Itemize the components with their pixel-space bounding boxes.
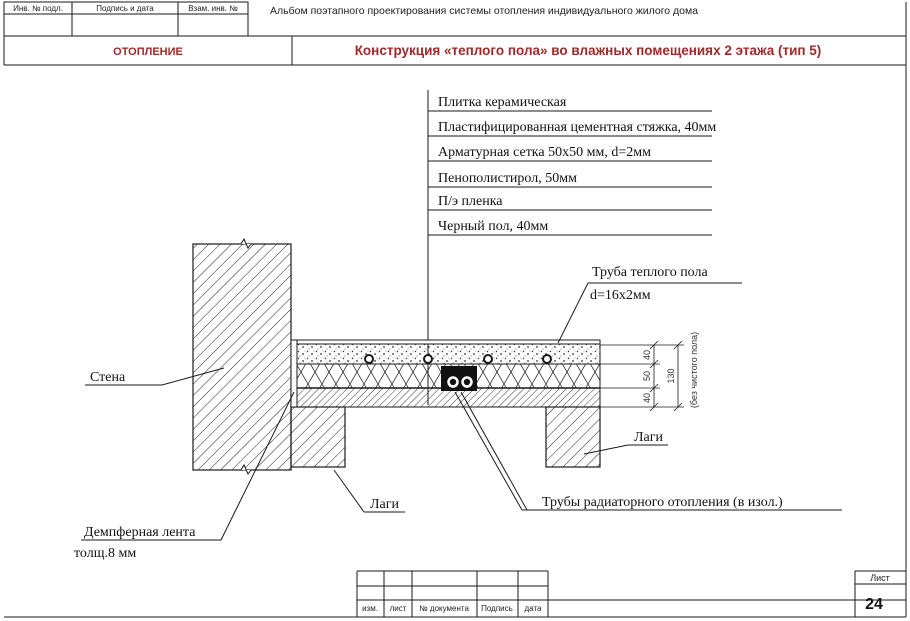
section-label: ОТОПЛЕНИЕ — [113, 46, 183, 58]
floor-pipe — [542, 354, 552, 364]
leader-lines — [81, 282, 842, 541]
title-block — [356, 570, 906, 617]
label-floor-pipe-size: d=16х2мм — [590, 288, 651, 303]
tb-izm: изм. — [362, 604, 378, 613]
dim-total: 130 — [666, 368, 676, 383]
drawing-title: Конструкция «теплого пола» во влажных по… — [355, 43, 822, 58]
joist-left — [290, 406, 346, 468]
album-title: Альбом поэтапного проектирования системы… — [270, 5, 698, 17]
dim-insulation: 50 — [642, 371, 652, 381]
layer-label-tile: Плитка керамическая — [438, 95, 567, 110]
tb-doc-no: № документа — [419, 604, 469, 613]
dimension-lines — [600, 340, 684, 412]
label-lagi-left: Лаги — [370, 497, 399, 512]
tb-list: лист — [390, 604, 407, 613]
floor-pipe — [364, 354, 374, 364]
label-damper-tape: Демпферная лента — [84, 525, 196, 540]
label-damper-thickness: толщ.8 мм — [74, 546, 136, 561]
tb-data: дата — [525, 604, 543, 613]
label-lagi-right: Лаги — [634, 430, 663, 445]
stamp-inv-podl: Инв. № подл. — [13, 4, 63, 13]
label-floor-pipe: Труба теплого пола — [592, 265, 708, 280]
wall-section — [192, 237, 292, 475]
main-frame — [3, 2, 907, 618]
floor-heating-pipes — [364, 354, 552, 364]
floor-pipe — [483, 354, 493, 364]
tb-podpis: Подпись — [481, 604, 513, 613]
joist-right — [545, 406, 601, 468]
dim-screed: 40 — [642, 350, 652, 360]
layer-label-screed: Пластифицированная цементная стяжка, 40м… — [438, 120, 716, 135]
layer-label-insulation: Пенополистирол, 50мм — [438, 171, 577, 186]
stamp-podpis-data: Подпись и дата — [96, 4, 154, 13]
layer-label-subfloor: Черный пол, 40мм — [438, 219, 548, 234]
layer-label-mesh: Арматурная сетка 50х50 мм, d=2мм — [438, 145, 651, 160]
floor-pipe — [423, 354, 433, 364]
tb-sheet-label: Лист — [870, 573, 890, 583]
dim-total-note: (без чистого пола) — [689, 332, 699, 408]
label-wall: Стена — [90, 370, 126, 385]
stamp-vzam-inv: Взам. инв. № — [188, 4, 238, 13]
dim-subfloor: 40 — [642, 393, 652, 403]
tb-sheet-number: 24 — [865, 596, 883, 613]
radiator-pipes — [441, 366, 477, 391]
label-radiator-pipes: Трубы радиаторного отопления (в изол.) — [542, 495, 783, 510]
layer-label-film: П/э пленка — [438, 194, 503, 209]
